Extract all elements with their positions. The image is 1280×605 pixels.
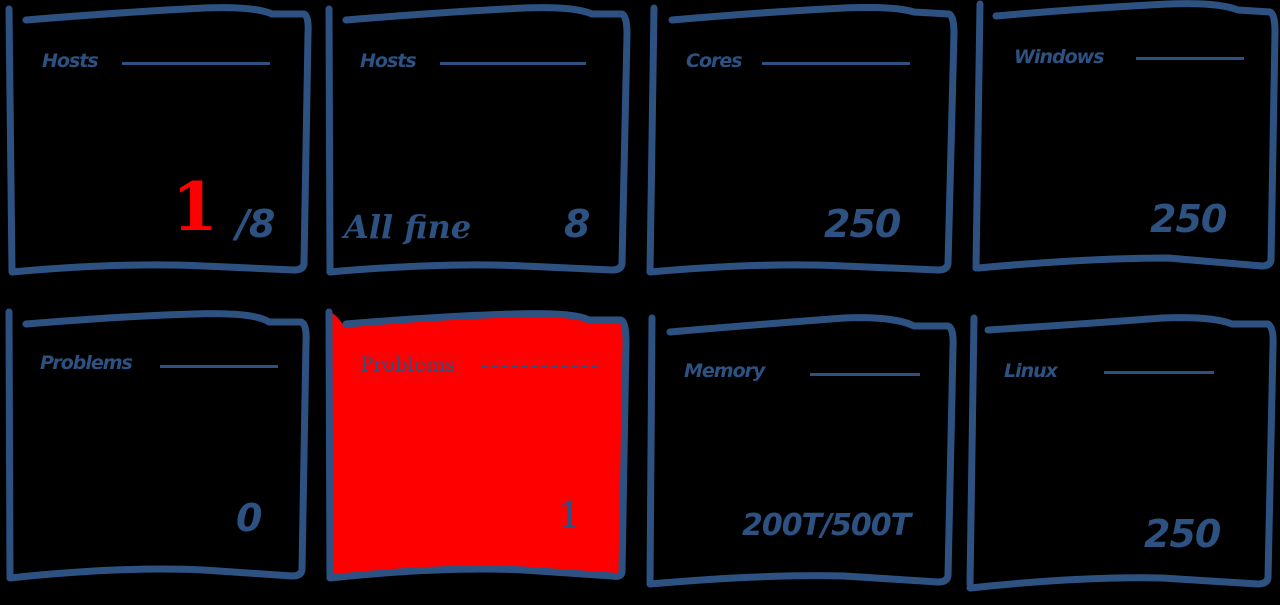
host-count: 8: [564, 202, 590, 246]
status-text: All fine: [344, 208, 472, 246]
tile-title: Hosts: [360, 50, 417, 72]
tile-frame: [646, 4, 958, 276]
title-rule: [1104, 371, 1214, 374]
tile-cores[interactable]: Cores 250: [644, 4, 958, 276]
title-rule: [1136, 57, 1244, 60]
tile-frame: [646, 314, 957, 588]
tile-windows[interactable]: Windows 250: [968, 0, 1279, 276]
tile-linux[interactable]: Linux 250: [962, 314, 1278, 592]
tile-frame: [5, 4, 312, 276]
title-rule: [482, 365, 598, 367]
title-rule: [440, 62, 586, 65]
memory-usage: 200T/500T: [742, 508, 911, 543]
tile-title: Linux: [1004, 360, 1058, 382]
tile-frame: [972, 0, 1279, 272]
tile-title: Windows: [1014, 46, 1105, 68]
linux-count: 250: [1144, 512, 1221, 556]
tile-frame: [966, 314, 1277, 592]
title-rule: [810, 373, 920, 376]
tile-hosts-problem[interactable]: Hosts 1 /8: [4, 4, 312, 276]
tile-frame: [5, 308, 310, 582]
tile-frame: [325, 4, 631, 276]
tile-problems-zero[interactable]: Problems 0: [4, 308, 310, 586]
problems-count: 1: [558, 496, 581, 537]
tile-title: Cores: [686, 50, 743, 72]
problem-count: 1: [172, 168, 218, 246]
tile-title: Problems: [40, 352, 133, 374]
tile-title: Problems: [360, 352, 456, 376]
total-count: /8: [236, 202, 275, 246]
title-rule: [160, 365, 278, 368]
title-rule: [122, 62, 270, 65]
windows-count: 250: [1150, 197, 1227, 241]
tile-title: Hosts: [42, 50, 99, 72]
tile-hosts-ok[interactable]: Hosts All fine 8: [324, 4, 631, 276]
tile-title: Memory: [684, 360, 765, 382]
title-rule: [762, 62, 910, 65]
tile-problems-alert[interactable]: Problems 1: [324, 308, 630, 586]
cores-count: 250: [824, 202, 901, 246]
tile-memory[interactable]: Memory 200T/500T: [644, 314, 957, 592]
tile-frame: [325, 308, 630, 582]
problems-count: 0: [236, 496, 262, 540]
